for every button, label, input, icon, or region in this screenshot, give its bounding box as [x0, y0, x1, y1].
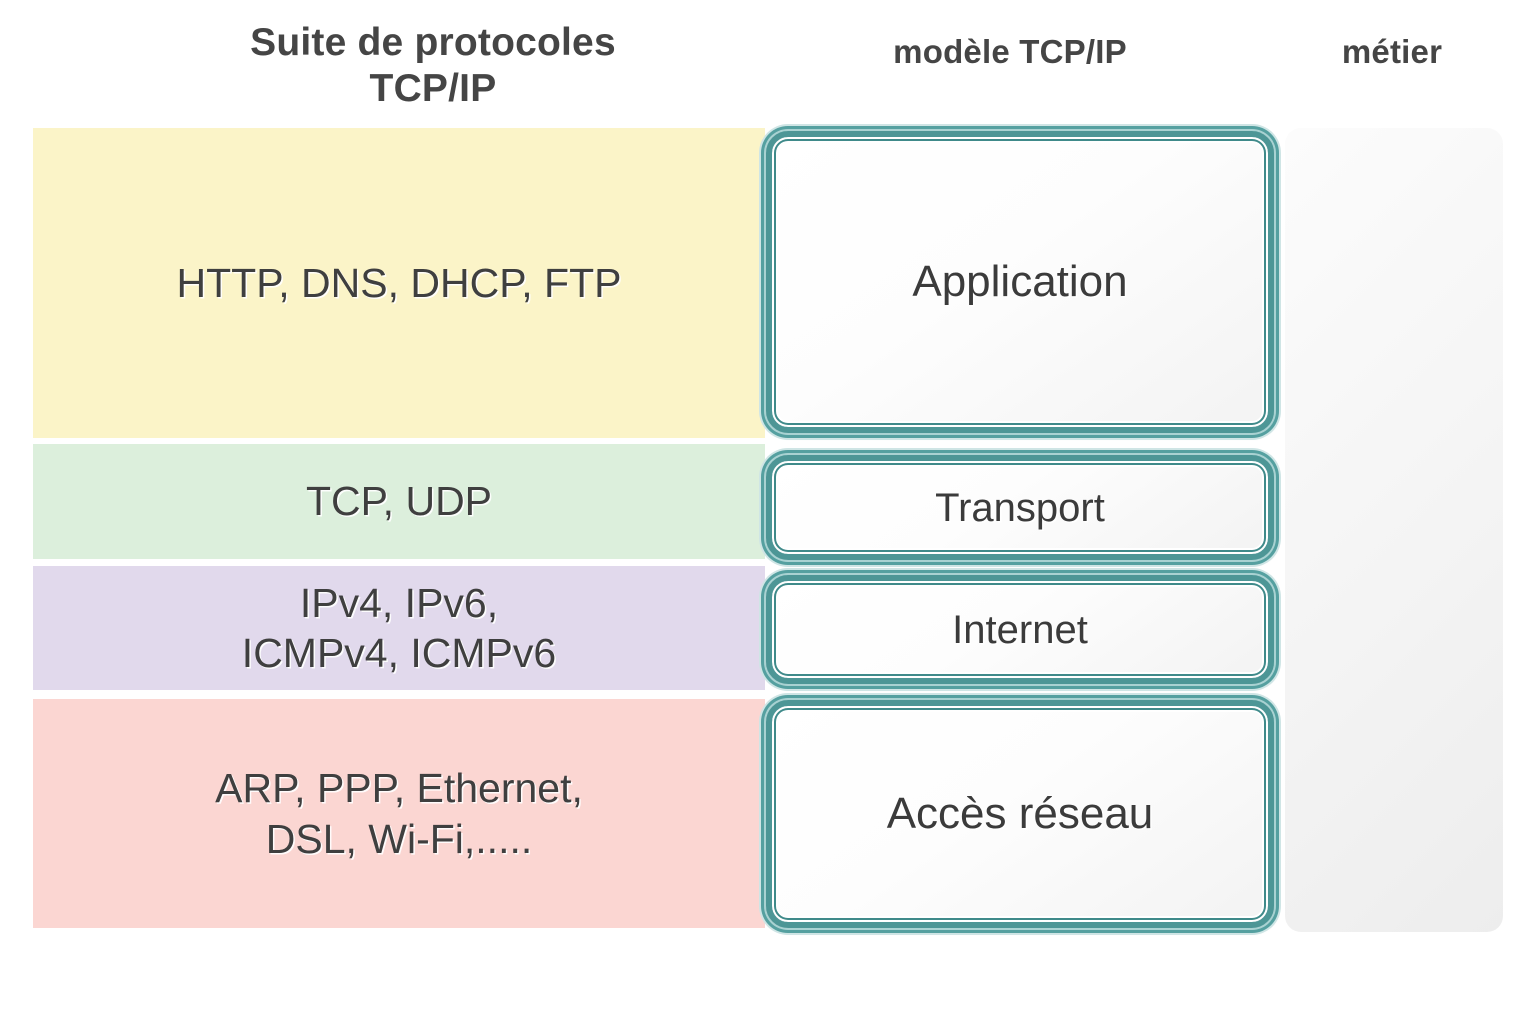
- model-box-transport: Transport: [766, 455, 1274, 560]
- model-label-internet: Internet: [952, 607, 1088, 652]
- protocol-list-application: HTTP, DNS, DHCP, FTP: [176, 259, 622, 306]
- protocol-list-internet: IPv4, IPv6, ICMPv4, ICMPv6: [241, 579, 557, 676]
- header-metier: métier: [1341, 33, 1443, 70]
- model-box-application: Application: [766, 131, 1274, 433]
- model-label-transport: Transport: [935, 485, 1105, 530]
- protocol-list-acces-reseau: ARP, PPP, Ethernet, DSL, Wi-Fi,.....: [215, 765, 583, 862]
- protocol-list-transport: TCP, UDP: [305, 478, 493, 525]
- model-box-acces-reseau: Accès réseau: [766, 700, 1274, 928]
- header-tcpip-model: modèle TCP/IP: [893, 33, 1127, 70]
- model-box-internet: Internet: [766, 575, 1274, 684]
- model-label-acces-reseau: Accès réseau: [886, 788, 1154, 838]
- protocol-band-internet: IPv4, IPv6, ICMPv4, ICMPv6: [33, 566, 765, 690]
- header-protocol-suite: Suite de protocoles TCP/IP: [250, 21, 616, 111]
- protocol-band-application: HTTP, DNS, DHCP, FTP: [33, 128, 765, 438]
- protocol-band-acces-reseau: ARP, PPP, Ethernet, DSL, Wi-Fi,.....: [33, 699, 765, 928]
- protocol-band-transport: TCP, UDP: [33, 444, 765, 559]
- model-label-application: Application: [912, 256, 1128, 306]
- metier-panel: [1285, 128, 1503, 932]
